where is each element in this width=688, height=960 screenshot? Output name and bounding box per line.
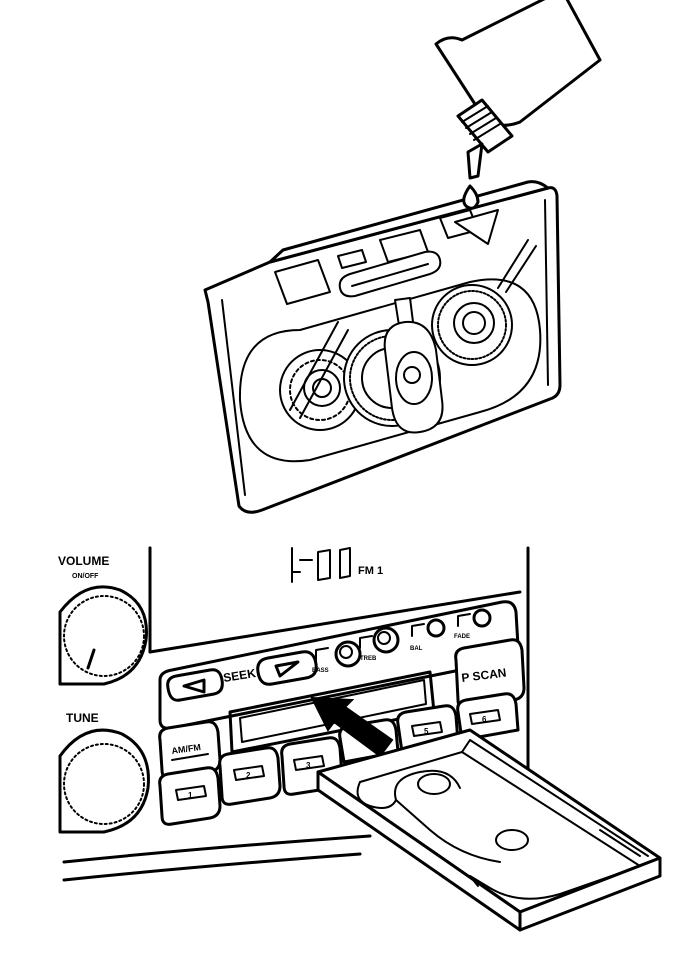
balance-label: BAL: [410, 646, 423, 652]
tune-label: TUNE: [66, 711, 99, 725]
left-reel: [279, 349, 361, 431]
volume-label: VOLUME: [58, 554, 109, 568]
am-fm-label: AM/FM: [171, 742, 202, 756]
seek-down-button[interactable]: [166, 668, 224, 702]
preset-6-label: 6: [482, 715, 487, 724]
treble-knob[interactable]: [359, 626, 400, 654]
power-label: ON/OFF: [72, 573, 99, 580]
pscan-button[interactable]: P SCAN: [454, 638, 526, 710]
volume-knob[interactable]: [58, 585, 148, 686]
insertion-arrow: [310, 696, 394, 758]
display-panel: FM 1: [291, 547, 383, 583]
inserted-cassette: [316, 728, 662, 932]
fade-label: FADE: [454, 634, 470, 640]
cleaning-cassette: [203, 180, 562, 514]
preset-1-label: 1: [188, 791, 193, 800]
preset-button-2[interactable]: 2: [218, 746, 282, 806]
am-fm-button[interactable]: AM/FM: [158, 720, 222, 780]
preset-button-1[interactable]: 1: [158, 766, 222, 826]
fade-knob[interactable]: [457, 608, 492, 628]
preset-5-label: 5: [424, 727, 429, 736]
tune-knob[interactable]: [58, 728, 150, 834]
seek-up-button[interactable]: [256, 650, 318, 686]
lubricant-bottle: [434, 0, 602, 210]
band-indicator: FM 1: [358, 565, 383, 577]
bass-label: BASS: [312, 668, 329, 674]
seek-label: SEEK: [222, 666, 257, 685]
preset-button-5[interactable]: 5: [396, 704, 460, 754]
preset-button-6[interactable]: 6: [456, 692, 520, 742]
radio-head-unit: FM 1 SEEK BASS TREB: [58, 546, 530, 882]
bass-knob[interactable]: [315, 640, 362, 668]
right-reel: [431, 284, 513, 366]
preset-2-label: 2: [246, 771, 251, 780]
balance-knob[interactable]: [411, 618, 446, 638]
treble-label: TREB: [360, 656, 377, 662]
preset-3-label: 3: [306, 761, 311, 770]
pscan-label: P SCAN: [461, 666, 507, 685]
